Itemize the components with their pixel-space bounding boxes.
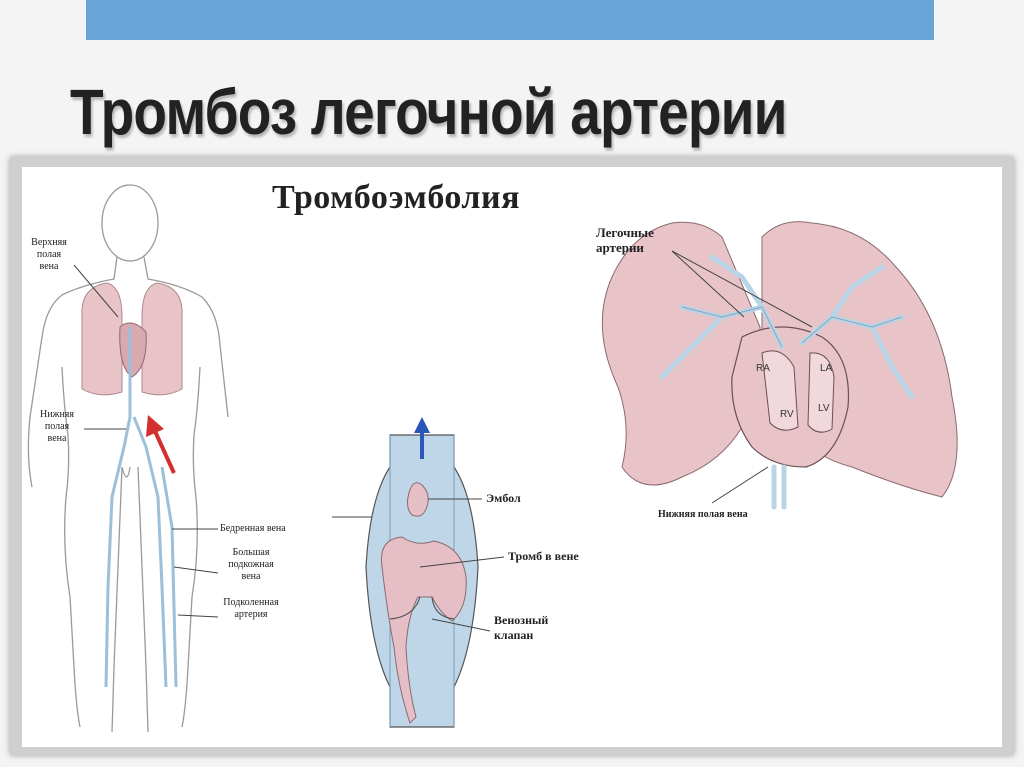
label-superior-vena-cava: Верхняя полая вена: [24, 237, 74, 273]
label-line: подкожная: [228, 559, 274, 570]
label-line: клапан: [494, 628, 534, 642]
figure-frame: Тромбоэмболия Верхняя полая вена Нижняя …: [10, 157, 1014, 755]
vein-cross-section-icon: [365, 434, 479, 728]
label-line: Нижняя: [39, 409, 75, 420]
label-embolus: Эмбол: [486, 491, 521, 505]
diagram-svg: [27, 184, 958, 733]
accent-bar: [86, 0, 934, 40]
label-thrombus: Тромб в вене: [508, 549, 579, 563]
label-inferior-vena-cava-heart: Нижняя полая вена: [658, 509, 748, 520]
label-line: артерии: [596, 240, 644, 255]
red-flow-arrow-icon: [146, 415, 176, 474]
label-popliteal-artery: Подколенная артерия: [216, 597, 286, 621]
human-body-outline-icon: [27, 184, 229, 733]
label-venous-valve: Венозный клапан: [494, 613, 548, 643]
label-line: Легочные: [596, 225, 654, 240]
label-line: артерия: [234, 609, 268, 620]
label-line: полая: [36, 249, 62, 260]
label-line: Подколенная: [223, 597, 279, 608]
heart-lungs-diagram-icon: [601, 221, 958, 510]
label-great-saphenous-vein: Большая подкожная вена: [220, 547, 282, 583]
blue-flow-arrow-icon: [414, 417, 430, 459]
label-line: вена: [47, 433, 67, 444]
label-line: полая: [44, 421, 70, 432]
label-inferior-vena-cava-body: Нижняя полая вена: [32, 409, 82, 445]
body-leader-lines: [73, 264, 374, 618]
heart-leader-lines: [671, 250, 813, 504]
label-ra: RA: [756, 363, 770, 374]
label-rv: RV: [780, 409, 794, 420]
figure-title: Тромбоэмболия: [272, 179, 520, 216]
vein-leader-lines: [419, 498, 505, 632]
label-line: Венозный: [494, 613, 549, 627]
body-veins-icon: [104, 327, 178, 688]
label-la: LA: [820, 363, 833, 374]
body-lungs-icon: [81, 282, 183, 396]
label-pulmonary-arteries: Легочные артерии: [596, 225, 654, 255]
label-line: Верхняя: [31, 237, 67, 248]
label-femoral-vein: Бедренная вена: [220, 523, 286, 534]
label-line: Большая: [232, 547, 270, 558]
figure-canvas: Тромбоэмболия Верхняя полая вена Нижняя …: [22, 167, 1002, 747]
label-lv: LV: [818, 403, 830, 414]
label-line: вена: [241, 571, 261, 582]
label-line: вена: [39, 261, 59, 272]
slide-title: Тромбоз легочной артерии: [70, 76, 787, 148]
